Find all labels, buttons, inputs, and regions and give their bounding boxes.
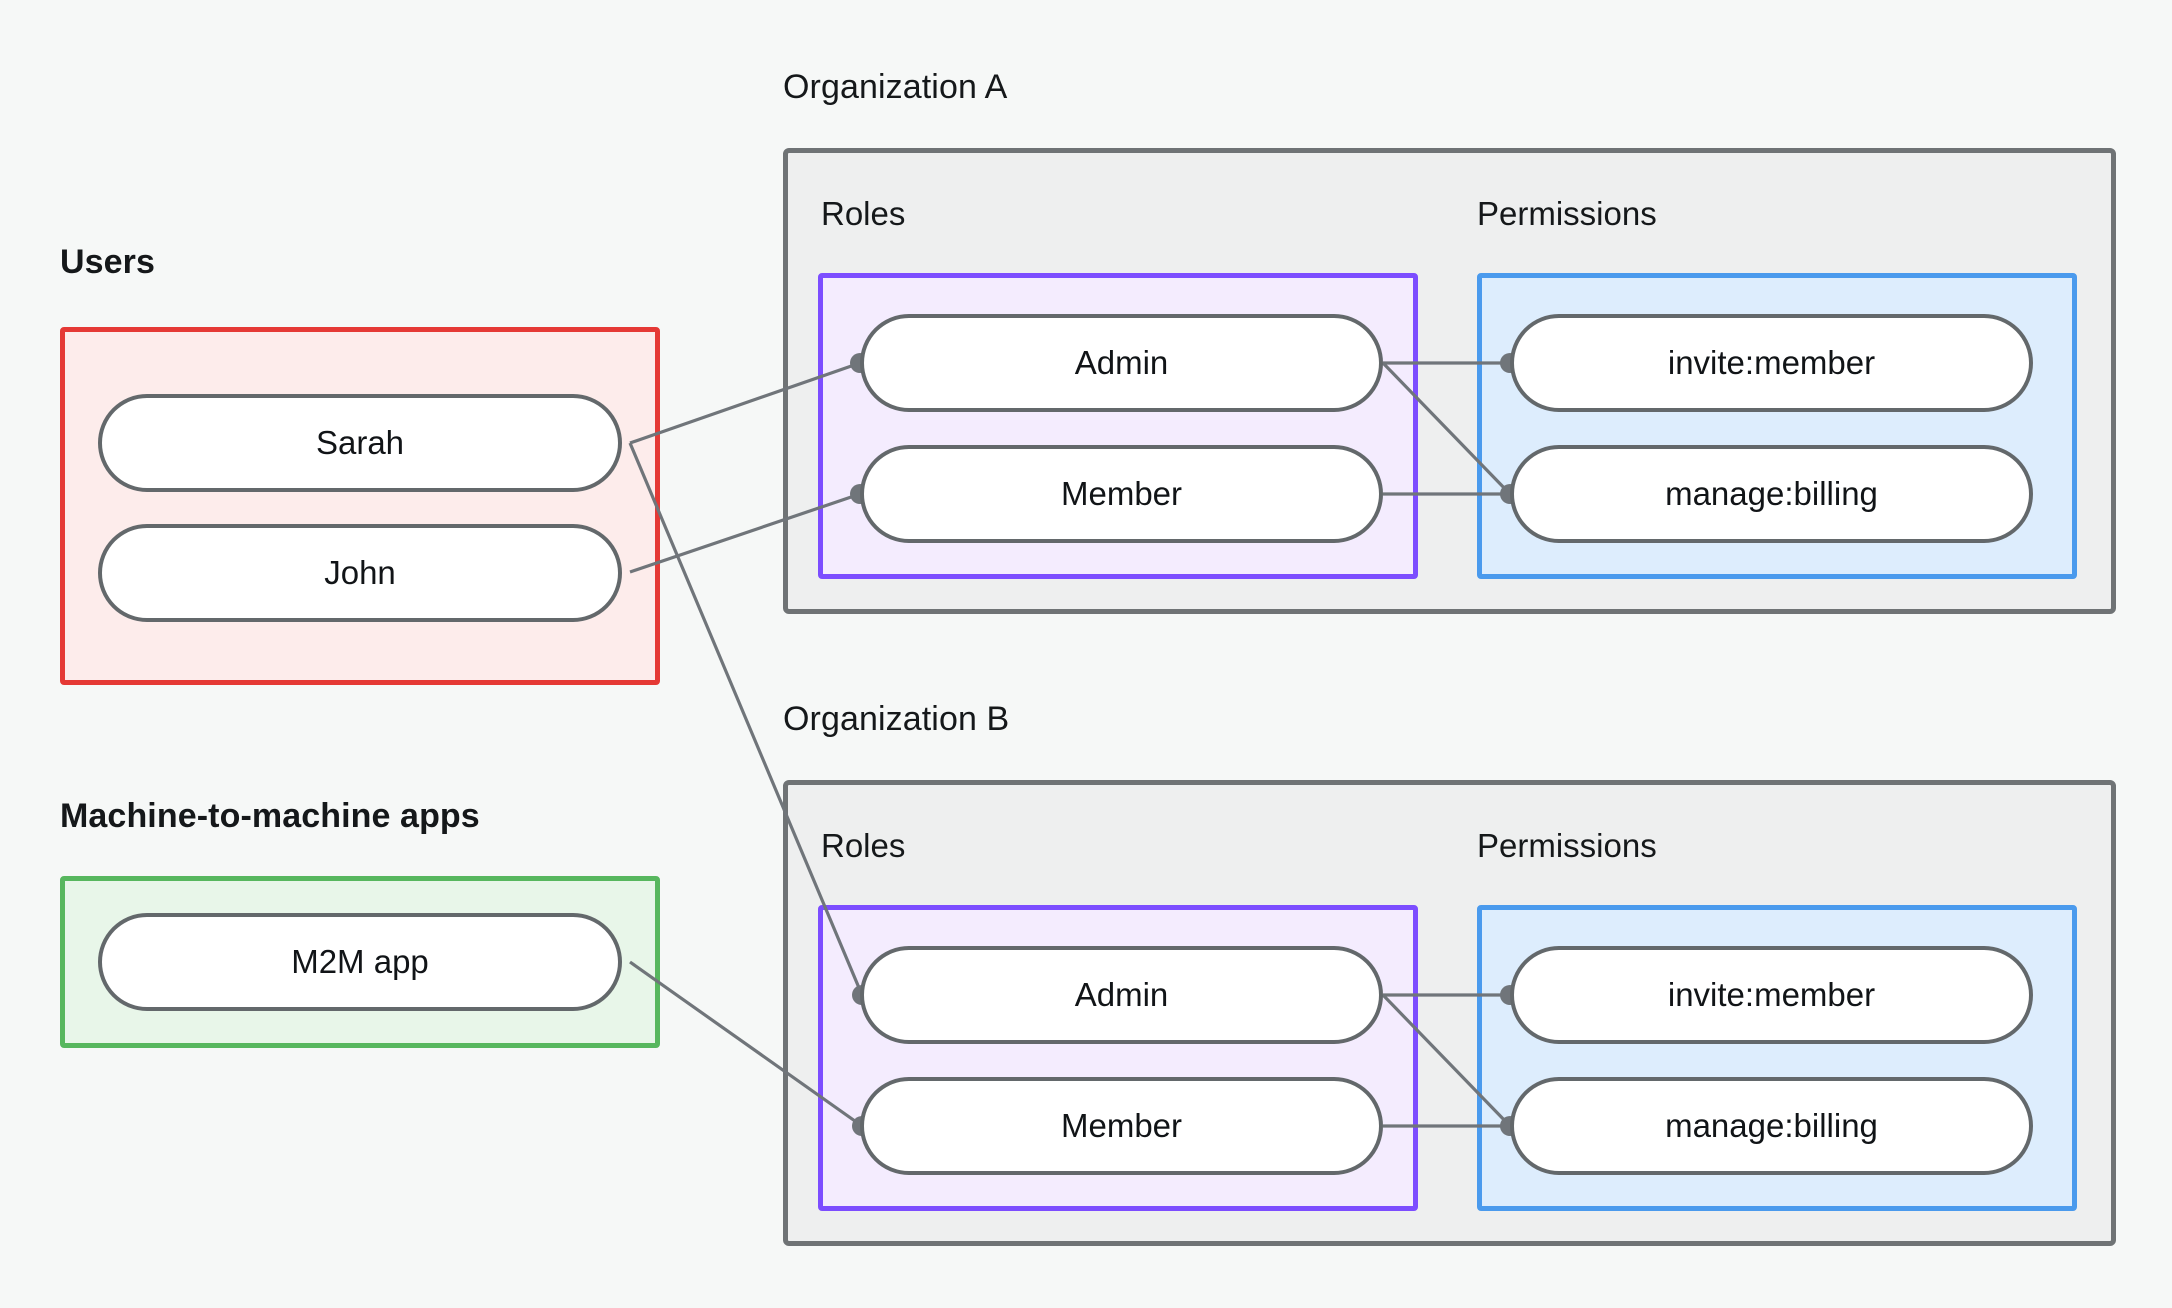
node-m2m-app[interactable]: M2M app	[98, 913, 622, 1011]
node-user-sarah[interactable]: Sarah	[98, 394, 622, 492]
org-b-roles-heading: Roles	[821, 827, 906, 864]
org-a-permissions-heading: Permissions	[1477, 195, 1657, 232]
m2m-caption: Machine-to-machine apps	[60, 797, 480, 835]
org-a-caption: Organization A	[783, 68, 1008, 106]
org-a-roles-heading: Roles	[821, 195, 906, 232]
org-b-permissions-heading: Permissions	[1477, 827, 1657, 864]
users-group	[60, 327, 660, 685]
node-orgB-permission-invite-member[interactable]: invite:member	[1510, 946, 2033, 1044]
org-b-caption: Organization B	[783, 700, 1010, 738]
node-orgB-role-member[interactable]: Member	[860, 1077, 1383, 1175]
node-orgA-role-member[interactable]: Member	[860, 445, 1383, 543]
node-user-john[interactable]: John	[98, 524, 622, 622]
node-orgA-permission-manage-billing[interactable]: manage:billing	[1510, 445, 2033, 543]
users-caption: Users	[60, 243, 156, 281]
node-orgB-role-admin[interactable]: Admin	[860, 946, 1383, 1044]
node-orgA-role-admin[interactable]: Admin	[860, 314, 1383, 412]
node-orgA-permission-invite-member[interactable]: invite:member	[1510, 314, 2033, 412]
node-orgB-permission-manage-billing[interactable]: manage:billing	[1510, 1077, 2033, 1175]
